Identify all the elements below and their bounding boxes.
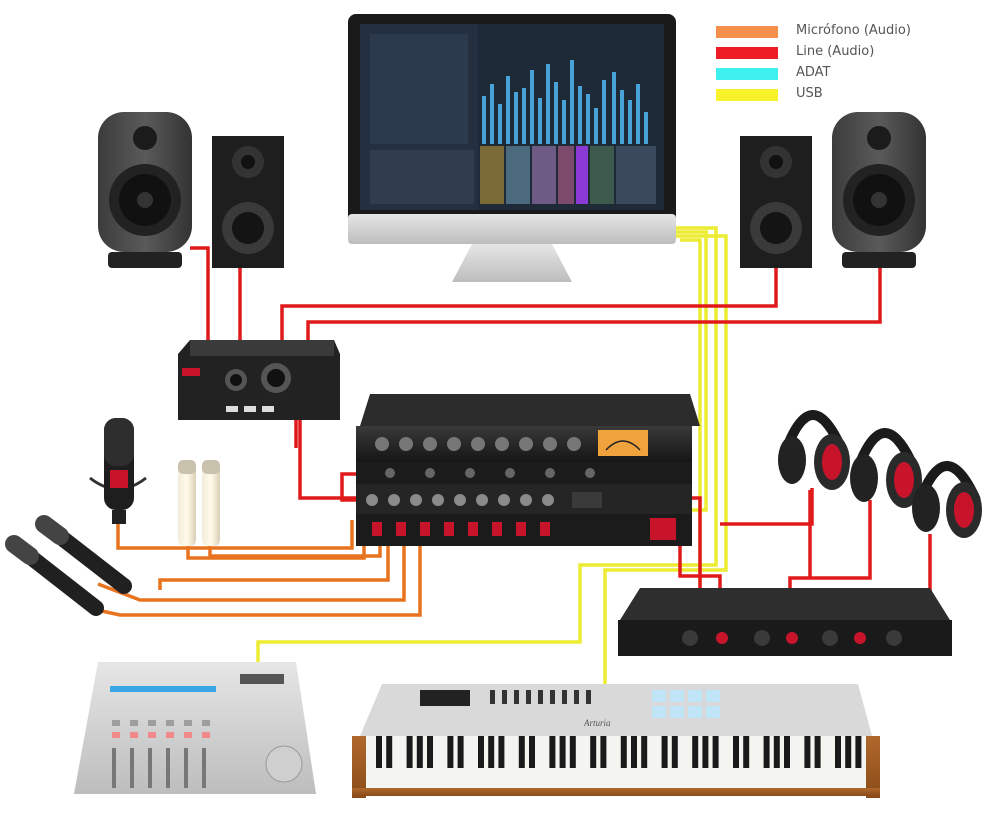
- black-key: [804, 736, 811, 768]
- black-key: [529, 736, 535, 768]
- black-key: [478, 736, 484, 768]
- black-key: [549, 736, 556, 768]
- preamp-rack-unit: [356, 394, 700, 484]
- black-key: [855, 736, 862, 768]
- black-key: [600, 736, 607, 768]
- black-key: [376, 736, 382, 768]
- black-key: [743, 736, 750, 768]
- right-studio-monitor-small: [740, 136, 812, 268]
- left-studio-monitor-large: [98, 112, 192, 268]
- legend-item-line: Line (Audio): [716, 43, 976, 64]
- left-studio-monitor-small: [212, 136, 284, 268]
- black-key: [671, 736, 678, 768]
- headphones-2: [850, 428, 922, 508]
- vu-meter: [598, 430, 648, 456]
- headphones-3: [912, 461, 982, 538]
- legend-swatch-mic: [716, 26, 778, 38]
- black-key: [773, 736, 780, 768]
- black-key: [386, 736, 393, 768]
- keyboard-black-keys: [376, 736, 862, 768]
- black-key: [620, 736, 627, 768]
- dynamic-microphone-1: [35, 515, 132, 594]
- black-key: [733, 736, 739, 768]
- monitor-controller: [178, 340, 340, 420]
- condenser-microphone: [89, 418, 147, 524]
- daw-waveform: [482, 60, 648, 144]
- usb-cables: [256, 226, 728, 688]
- black-key: [763, 736, 770, 768]
- black-key: [447, 736, 454, 768]
- legend-label-line: Line (Audio): [796, 44, 875, 59]
- midi-keyboard: Arturia: [352, 684, 880, 798]
- daw-mixer-channels: [370, 146, 656, 204]
- black-key: [457, 736, 464, 768]
- black-key: [784, 736, 790, 768]
- black-key: [631, 736, 637, 768]
- pencil-microphone-left: [178, 460, 196, 546]
- legend-item-mic: Micrófono (Audio): [716, 22, 976, 43]
- audio-interface-rack-unit: [356, 484, 692, 546]
- daw-control-surface: [74, 662, 316, 794]
- black-key: [488, 736, 495, 768]
- black-key: [427, 736, 433, 768]
- black-key: [661, 736, 668, 768]
- black-key: [692, 736, 699, 768]
- pencil-microphone-right: [202, 460, 220, 546]
- black-key: [559, 736, 566, 768]
- headphone-amplifier: [618, 588, 952, 656]
- black-key: [641, 736, 648, 768]
- legend-label-adat: ADAT: [796, 65, 831, 80]
- legend-item-adat: ADAT: [716, 64, 976, 85]
- computer-monitor: [348, 14, 676, 282]
- black-key: [712, 736, 719, 768]
- black-key: [498, 736, 505, 768]
- black-key: [569, 736, 576, 768]
- headphones-1: [778, 410, 850, 490]
- black-key: [590, 736, 597, 768]
- right-studio-monitor-large: [832, 112, 926, 268]
- keyboard-brand-label: Arturia: [583, 718, 611, 728]
- black-key: [814, 736, 821, 768]
- black-key: [406, 736, 413, 768]
- black-key: [835, 736, 841, 768]
- black-key: [845, 736, 852, 768]
- black-key: [518, 736, 525, 768]
- legend-swatch-usb: [716, 89, 778, 101]
- dynamic-microphone-2: [5, 535, 104, 616]
- cable-legend: Micrófono (Audio) Line (Audio) ADAT USB: [716, 22, 976, 106]
- monitor-stand: [452, 244, 572, 282]
- black-key: [416, 736, 423, 768]
- legend-label-mic: Micrófono (Audio): [796, 23, 911, 38]
- legend-item-usb: USB: [716, 85, 976, 106]
- legend-swatch-line: [716, 47, 778, 59]
- legend-swatch-adat: [716, 68, 778, 80]
- black-key: [702, 736, 709, 768]
- legend-label-usb: USB: [796, 86, 823, 101]
